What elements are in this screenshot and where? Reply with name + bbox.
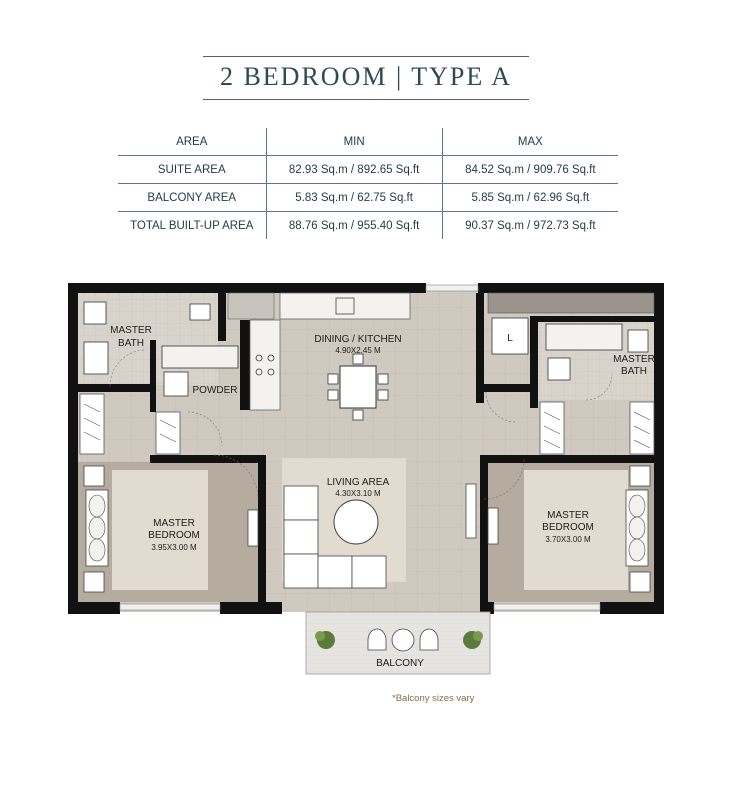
sink-icon xyxy=(335,297,355,315)
table-header-row: AREA MIN MAX xyxy=(118,128,618,156)
row-area-label: TOTAL BUILT-UP AREA xyxy=(118,211,266,239)
tv-unit-left xyxy=(247,509,259,547)
title-top-rule xyxy=(203,56,529,57)
label-bedroom-left-1: MASTER xyxy=(153,518,195,529)
label-laundry: L xyxy=(507,333,513,344)
row-min-value: 82.93 Sq.m / 892.65 Sq.ft xyxy=(265,155,443,184)
table-row: SUITE AREA 82.93 Sq.m / 892.65 Sq.ft 84.… xyxy=(118,155,618,184)
row-max-value: 84.52 Sq.m / 909.76 Sq.ft xyxy=(441,155,618,184)
cooktop-icon xyxy=(255,354,275,376)
row-min-value: 5.83 Sq.m / 62.75 Sq.ft xyxy=(265,183,443,212)
label-bedroom-right-2: BEDROOM xyxy=(542,522,594,533)
label-dining-kitchen: DINING / KITCHEN xyxy=(314,334,401,345)
rug-bedroom-right xyxy=(524,470,628,590)
rug-bedroom-left xyxy=(112,470,208,590)
kitchen-counter xyxy=(279,292,411,320)
label-master-bath-left-2: BATH xyxy=(118,338,144,349)
label-master-bath-left-1: MASTER xyxy=(110,325,152,336)
bath-fixtures-right xyxy=(491,317,649,381)
table-row: TOTAL BUILT-UP AREA 88.76 Sq.m / 955.40 … xyxy=(118,211,618,239)
kitchen-side-counter xyxy=(249,319,281,411)
page-title: 2 BEDROOM | TYPE A xyxy=(219,62,513,91)
dining-table xyxy=(327,353,389,421)
wardrobe-top-right xyxy=(487,292,655,314)
row-max-value: 90.37 Sq.m / 972.73 Sq.ft xyxy=(441,211,618,239)
storage-closet xyxy=(227,292,275,320)
bed-right xyxy=(625,465,651,593)
row-area-label: BALCONY AREA xyxy=(118,183,266,212)
label-bedroom-left-2: BEDROOM xyxy=(148,530,200,541)
bath-fixtures-left xyxy=(83,301,239,397)
bed-left xyxy=(83,465,109,593)
row-area-label: SUITE AREA xyxy=(118,155,266,184)
table-row: BALCONY AREA 5.83 Sq.m / 62.75 Sq.ft 5.8… xyxy=(118,183,618,212)
header-area: AREA xyxy=(176,135,208,148)
area-table: AREA MIN MAX SUITE AREA 82.93 Sq.m / 892… xyxy=(118,128,618,239)
row-min-value: 88.76 Sq.m / 955.40 Sq.ft xyxy=(265,211,443,239)
window-top xyxy=(425,284,479,292)
walls xyxy=(68,283,664,614)
label-bedroom-right-size: 3.70X3.00 M xyxy=(545,535,591,544)
header-max: MAX xyxy=(441,128,618,156)
living-sofa xyxy=(283,485,387,589)
title-block: 2 BEDROOM | TYPE A xyxy=(203,56,529,100)
label-dining-kitchen-size: 4.90X2.45 M xyxy=(335,346,381,355)
tv-unit-living xyxy=(465,483,477,539)
wardrobe-hangers xyxy=(83,403,651,449)
door-swings xyxy=(109,349,613,500)
label-living-area: LIVING AREA xyxy=(327,477,390,488)
balcony-furniture xyxy=(367,628,439,652)
balcony-note: *Balcony sizes vary xyxy=(392,693,475,704)
wardrobes xyxy=(79,393,655,455)
window-bedroom-left xyxy=(119,603,221,611)
label-master-bath-right-1: MASTER xyxy=(613,354,655,365)
header-min: MIN xyxy=(265,128,443,156)
plant-icon xyxy=(315,631,483,649)
title-bottom-rule xyxy=(203,99,529,100)
coffee-table xyxy=(333,499,379,545)
label-bedroom-right-1: MASTER xyxy=(547,510,589,521)
label-living-area-size: 4.30X3.10 M xyxy=(335,489,381,498)
label-balcony: BALCONY xyxy=(376,658,424,669)
label-powder: POWDER xyxy=(193,385,238,396)
window-bedroom-right xyxy=(493,603,601,611)
label-master-bath-right-2: BATH xyxy=(621,366,647,377)
row-max-value: 5.85 Sq.m / 62.96 Sq.ft xyxy=(441,183,618,212)
label-bedroom-left-size: 3.95X3.00 M xyxy=(151,543,197,552)
tv-unit-right xyxy=(487,507,499,545)
